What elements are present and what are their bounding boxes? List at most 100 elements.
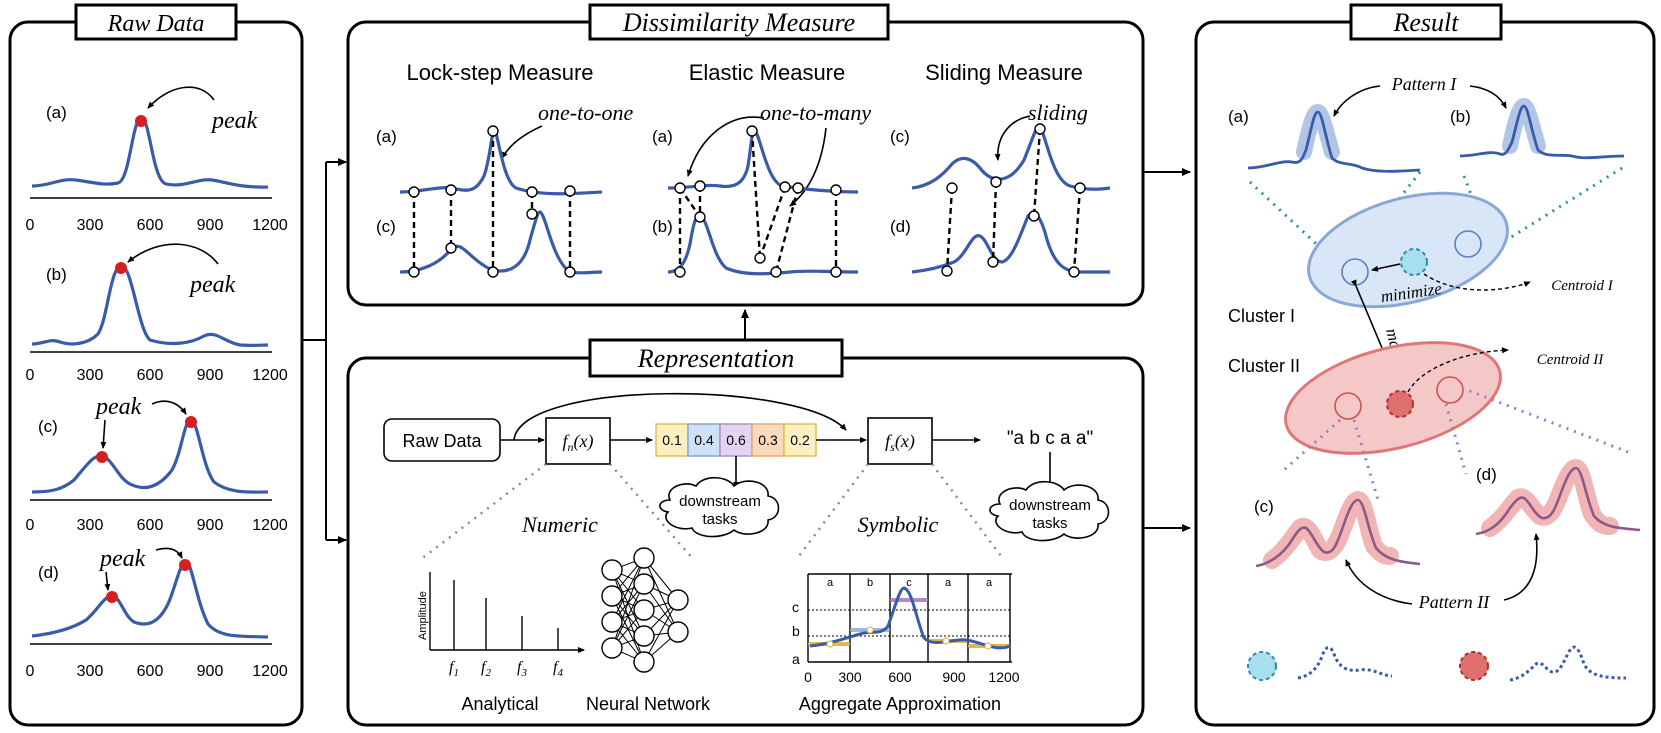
freq-label: f4 xyxy=(553,659,563,679)
panel-label-a: (a) xyxy=(46,103,67,122)
tick-label: 600 xyxy=(137,217,164,234)
tick-label: 900 xyxy=(197,517,224,534)
series-b-curve xyxy=(1459,104,1625,160)
cluster-2-label: Cluster II xyxy=(1228,356,1300,376)
dissimilarity-panel: Dissimilarity Measure Lock-step Measure … xyxy=(346,3,1145,307)
tick-label: 0 xyxy=(26,663,35,680)
series-label: (a) xyxy=(376,127,397,146)
nn-node xyxy=(633,625,655,647)
cloud-line: downstream xyxy=(1009,497,1091,514)
pattern-arrow xyxy=(1333,85,1381,117)
series-c-curve xyxy=(1255,498,1421,568)
series-d-curve xyxy=(1475,466,1641,536)
series-label: (d) xyxy=(890,217,911,236)
aggregate-label: Aggregate Approximation xyxy=(799,694,1001,714)
tick-label: 0 xyxy=(26,517,35,534)
raw-panel-d: (d) peak 0 300 600 900 1200 xyxy=(26,546,288,680)
tick-label: 0 xyxy=(26,217,35,234)
tick-label: 1200 xyxy=(988,669,1019,685)
vector-cell: 0.4 xyxy=(694,432,714,448)
member-d-node xyxy=(1436,376,1464,404)
centroid-1-node xyxy=(1400,248,1428,276)
aggregate-approximation: a b c a a c b a 0 xyxy=(792,573,1020,714)
series-label: (a) xyxy=(1228,107,1249,126)
raw-to-stages-connector xyxy=(302,158,347,544)
pattern-1-label: Pattern I xyxy=(1391,74,1457,94)
tick-label: 900 xyxy=(197,663,224,680)
tick-label: 600 xyxy=(137,517,164,534)
lockstep-diagram: (a) (c) one-to-one xyxy=(376,100,634,278)
level-label: b xyxy=(792,623,800,639)
representation-panel: Representation Raw Data fn(x) 0.1 0.4 0.… xyxy=(346,338,1145,727)
nn-node xyxy=(601,585,623,607)
pattern-arrow xyxy=(1503,533,1540,601)
level-label: a xyxy=(792,651,800,667)
peak-marker xyxy=(115,262,127,274)
cluster-1-label: Cluster I xyxy=(1228,306,1295,326)
nn-node xyxy=(667,589,689,611)
level-label: c xyxy=(792,599,799,615)
representation-frame xyxy=(346,356,1145,727)
sliding-diagram: (c) (d) sliding xyxy=(890,100,1111,278)
segment-letter: c xyxy=(906,577,912,589)
peak-marker xyxy=(96,451,108,463)
centroid-2-label: Centroid II xyxy=(1537,352,1605,368)
series-curve-c xyxy=(31,418,269,494)
series-a-curve xyxy=(1247,110,1421,173)
raw-data-title: Raw Data xyxy=(107,11,205,37)
peak-arrow xyxy=(104,571,111,591)
series-bottom xyxy=(667,214,859,276)
tick-label: 0 xyxy=(804,669,812,685)
series-label: (b) xyxy=(1450,107,1471,126)
cloud-line: downstream xyxy=(679,493,761,510)
representation-title: Representation xyxy=(637,344,794,373)
series-label: (c) xyxy=(890,127,910,146)
tick-label: 1200 xyxy=(252,217,288,234)
freq-label: f2 xyxy=(481,659,491,679)
nn-node xyxy=(667,621,689,643)
annotation-arrow xyxy=(994,115,1031,161)
tick-label: 1200 xyxy=(252,367,288,384)
nn-node xyxy=(601,637,623,659)
raw-data-box-label: Raw Data xyxy=(402,431,482,451)
peak-arrow xyxy=(127,243,219,265)
nn-node xyxy=(601,559,623,581)
fn-box xyxy=(545,417,611,465)
sax-curve xyxy=(809,586,1011,650)
panel-label-c: (c) xyxy=(38,417,58,436)
tick-label: 600 xyxy=(137,663,164,680)
vector-cell: 0.2 xyxy=(790,432,810,448)
tick-label: 300 xyxy=(838,669,862,685)
raw-panel-a: (a) peak 0 300 600 900 1200 xyxy=(26,86,288,234)
one-to-many-annotation: one-to-many xyxy=(760,100,871,125)
tick-label: 300 xyxy=(77,663,104,680)
freq-label: f1 xyxy=(449,659,459,679)
peak-marker xyxy=(185,416,197,428)
peak-marker xyxy=(106,591,118,603)
result-panel: Result Pattern I (a) (b) minimize Centro… xyxy=(1194,3,1656,727)
centroid-1-series xyxy=(1297,646,1393,680)
pattern-arrow xyxy=(1469,85,1507,109)
numeric-vector: 0.1 0.4 0.6 0.3 0.2 xyxy=(655,423,817,457)
series-label: (b) xyxy=(652,217,673,236)
pattern-arrow xyxy=(1345,559,1413,605)
tick-label: 300 xyxy=(77,517,104,534)
peak-marker xyxy=(179,559,191,571)
tick-label: 600 xyxy=(137,367,164,384)
peak-annotation: peak xyxy=(210,108,258,134)
analytical-label: Analytical xyxy=(461,694,538,714)
centroid-2-node xyxy=(1386,390,1414,418)
panel-label-b: (b) xyxy=(46,265,67,284)
neural-network-label: Neural Network xyxy=(586,694,711,714)
freq-label: f3 xyxy=(517,659,527,679)
cloud-downstream-1: downstream tasks xyxy=(659,476,780,538)
segment-letter: a xyxy=(986,577,993,589)
result-title-box xyxy=(1349,3,1503,41)
raw-panel-c: (c) peak 0 300 600 900 1200 xyxy=(26,394,288,534)
representation-title-box xyxy=(588,338,844,378)
fn-label: fn(x) xyxy=(563,431,594,454)
cloud-line: tasks xyxy=(1032,515,1067,532)
heading-elastic: Elastic Measure xyxy=(689,60,846,85)
elastic-diagram: (a) (b) one-to-many xyxy=(652,100,871,278)
vector-cell: 0.3 xyxy=(758,432,778,448)
